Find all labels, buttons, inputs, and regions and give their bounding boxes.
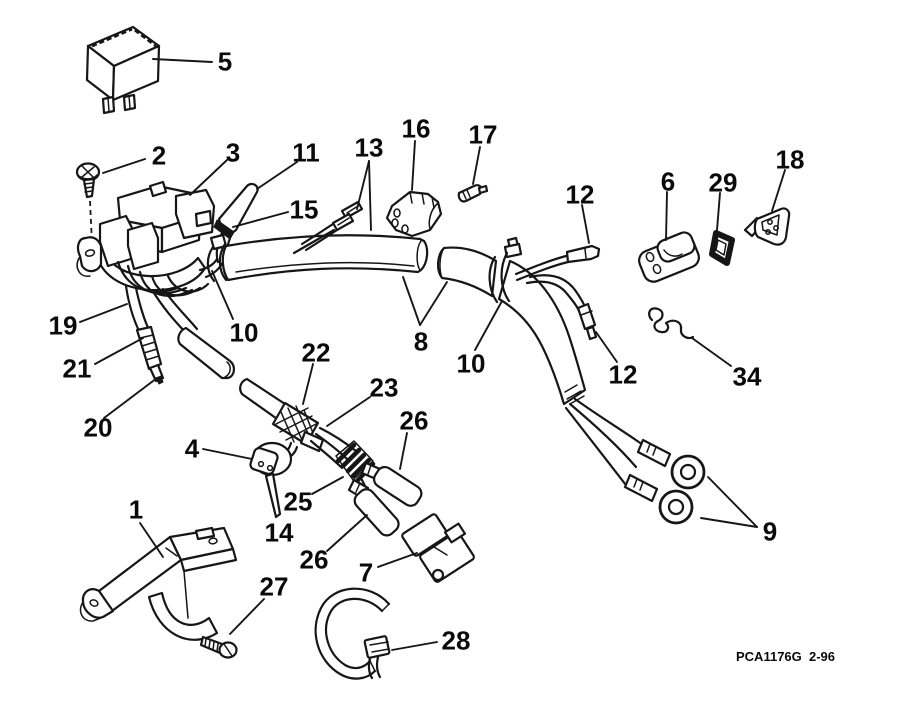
part-label-14: 14 <box>265 517 294 547</box>
part-label-1: 1 <box>129 494 143 524</box>
leader-line-29 <box>716 192 721 231</box>
part-label-15: 15 <box>290 194 319 224</box>
part-label-34: 34 <box>733 361 762 391</box>
leader-line-19 <box>79 303 128 323</box>
leader-line-6 <box>665 191 668 241</box>
connector-part-4-drawing <box>249 441 293 519</box>
part-label-2: 2 <box>152 140 166 170</box>
leader-line-22 <box>302 363 314 405</box>
part-label-21: 21 <box>63 353 92 383</box>
leader-line-27 <box>229 598 265 635</box>
wire-terminal-part-21-drawing <box>135 325 165 385</box>
fuse-holder-part-7-drawing <box>401 513 475 583</box>
part-label-3: 3 <box>226 137 240 167</box>
leader-line-17 <box>472 146 481 185</box>
leader-line-7 <box>377 552 418 568</box>
leader-line-4 <box>202 448 253 460</box>
leader-line-34 <box>691 337 732 367</box>
footer-drawing-code: PCA1176G <box>736 649 802 664</box>
part-label-11: 11 <box>292 137 320 167</box>
part-label-20: 20 <box>84 412 113 442</box>
part-label-5: 5 <box>218 46 232 76</box>
clamp-part-10-left-drawing <box>206 233 228 283</box>
leader-line-11 <box>256 161 298 190</box>
part-label-7: 7 <box>359 557 373 587</box>
leader-line-5 <box>152 58 213 63</box>
relay-part-5-drawing <box>85 25 161 115</box>
leader-line-2 <box>102 158 146 174</box>
part-label-26b: 26 <box>300 544 329 574</box>
wires-part-13-drawing <box>292 200 364 255</box>
part-label-8: 8 <box>414 326 428 356</box>
harness-tube-part-15-drawing <box>221 234 429 282</box>
grommet-part-29-drawing <box>709 230 735 266</box>
connector-part-16-drawing <box>385 190 443 238</box>
leader-line-15 <box>232 211 289 228</box>
bracket-part-1-drawing <box>79 526 238 641</box>
leader-line-21 <box>94 337 144 365</box>
leader-line-10l <box>211 270 234 320</box>
part-label-17: 17 <box>469 119 498 149</box>
switch-assembly-part-3-drawing <box>76 180 225 335</box>
leader-line-20 <box>103 377 158 419</box>
ring-terminals-part-9-drawing <box>623 438 706 525</box>
leader-line-1 <box>139 522 164 558</box>
leader-line-16 <box>411 140 416 191</box>
cable-tie-part-28-drawing <box>314 587 391 680</box>
leader-line-18 <box>771 169 786 212</box>
connector-part-26-lower-drawing <box>347 478 400 537</box>
leader-line-28 <box>391 641 438 651</box>
leader-line-13 <box>356 160 370 210</box>
harness-tube-part-8-drawing <box>437 246 648 491</box>
wires-part-12-drawing <box>514 244 601 341</box>
leader-line-26a <box>399 432 408 470</box>
connector-part-6-drawing <box>638 231 700 283</box>
part-label-27: 27 <box>260 571 289 601</box>
leader-line-8 <box>402 276 421 326</box>
leader-line-23 <box>326 396 371 427</box>
sleeve-segments-drawing <box>177 326 293 424</box>
part-label-4: 4 <box>185 433 200 463</box>
part-label-29: 29 <box>709 167 738 197</box>
leader-line-9 <box>700 517 758 528</box>
connector-part-26-upper-drawing <box>360 461 423 507</box>
leader-line-25 <box>311 476 344 495</box>
clip-part-34-drawing <box>648 307 695 340</box>
part-label-6: 6 <box>661 166 675 196</box>
part-label-10l: 10 <box>230 317 259 347</box>
part-label-13: 13 <box>355 132 384 162</box>
boot-part-11-drawing <box>213 182 259 265</box>
part-label-22: 22 <box>302 337 331 367</box>
part-label-16: 16 <box>402 113 431 143</box>
footer-revision-date: 2-96 <box>809 649 835 664</box>
leader-line-13 <box>368 160 372 231</box>
leader-line-26b <box>326 514 368 552</box>
leader-line-3 <box>189 159 228 196</box>
leader-line-12t <box>581 204 590 244</box>
clamp-part-25-drawing <box>335 440 376 483</box>
leader-line-8 <box>419 281 448 326</box>
part-label-12b: 12 <box>609 359 638 389</box>
part-label-28: 28 <box>442 625 471 655</box>
screw-part-2-drawing <box>75 162 101 244</box>
part-label-18: 18 <box>776 144 805 174</box>
part-label-26a: 26 <box>400 405 429 435</box>
leader-line-12b <box>595 331 618 363</box>
leader-line-9 <box>707 476 758 528</box>
part-label-19: 19 <box>49 310 78 340</box>
part-label-10r: 10 <box>457 348 486 378</box>
part-label-23: 23 <box>370 372 399 402</box>
connector-part-18-drawing <box>743 207 791 246</box>
leader-line-10r <box>474 300 503 351</box>
part-label-12t: 12 <box>566 179 595 209</box>
screw-part-27-drawing <box>199 635 238 659</box>
part-label-25: 25 <box>284 486 313 516</box>
bullet-connector-part-17-drawing <box>457 184 489 203</box>
part-label-9: 9 <box>763 516 777 546</box>
clamp-part-10-right-drawing <box>488 236 523 304</box>
